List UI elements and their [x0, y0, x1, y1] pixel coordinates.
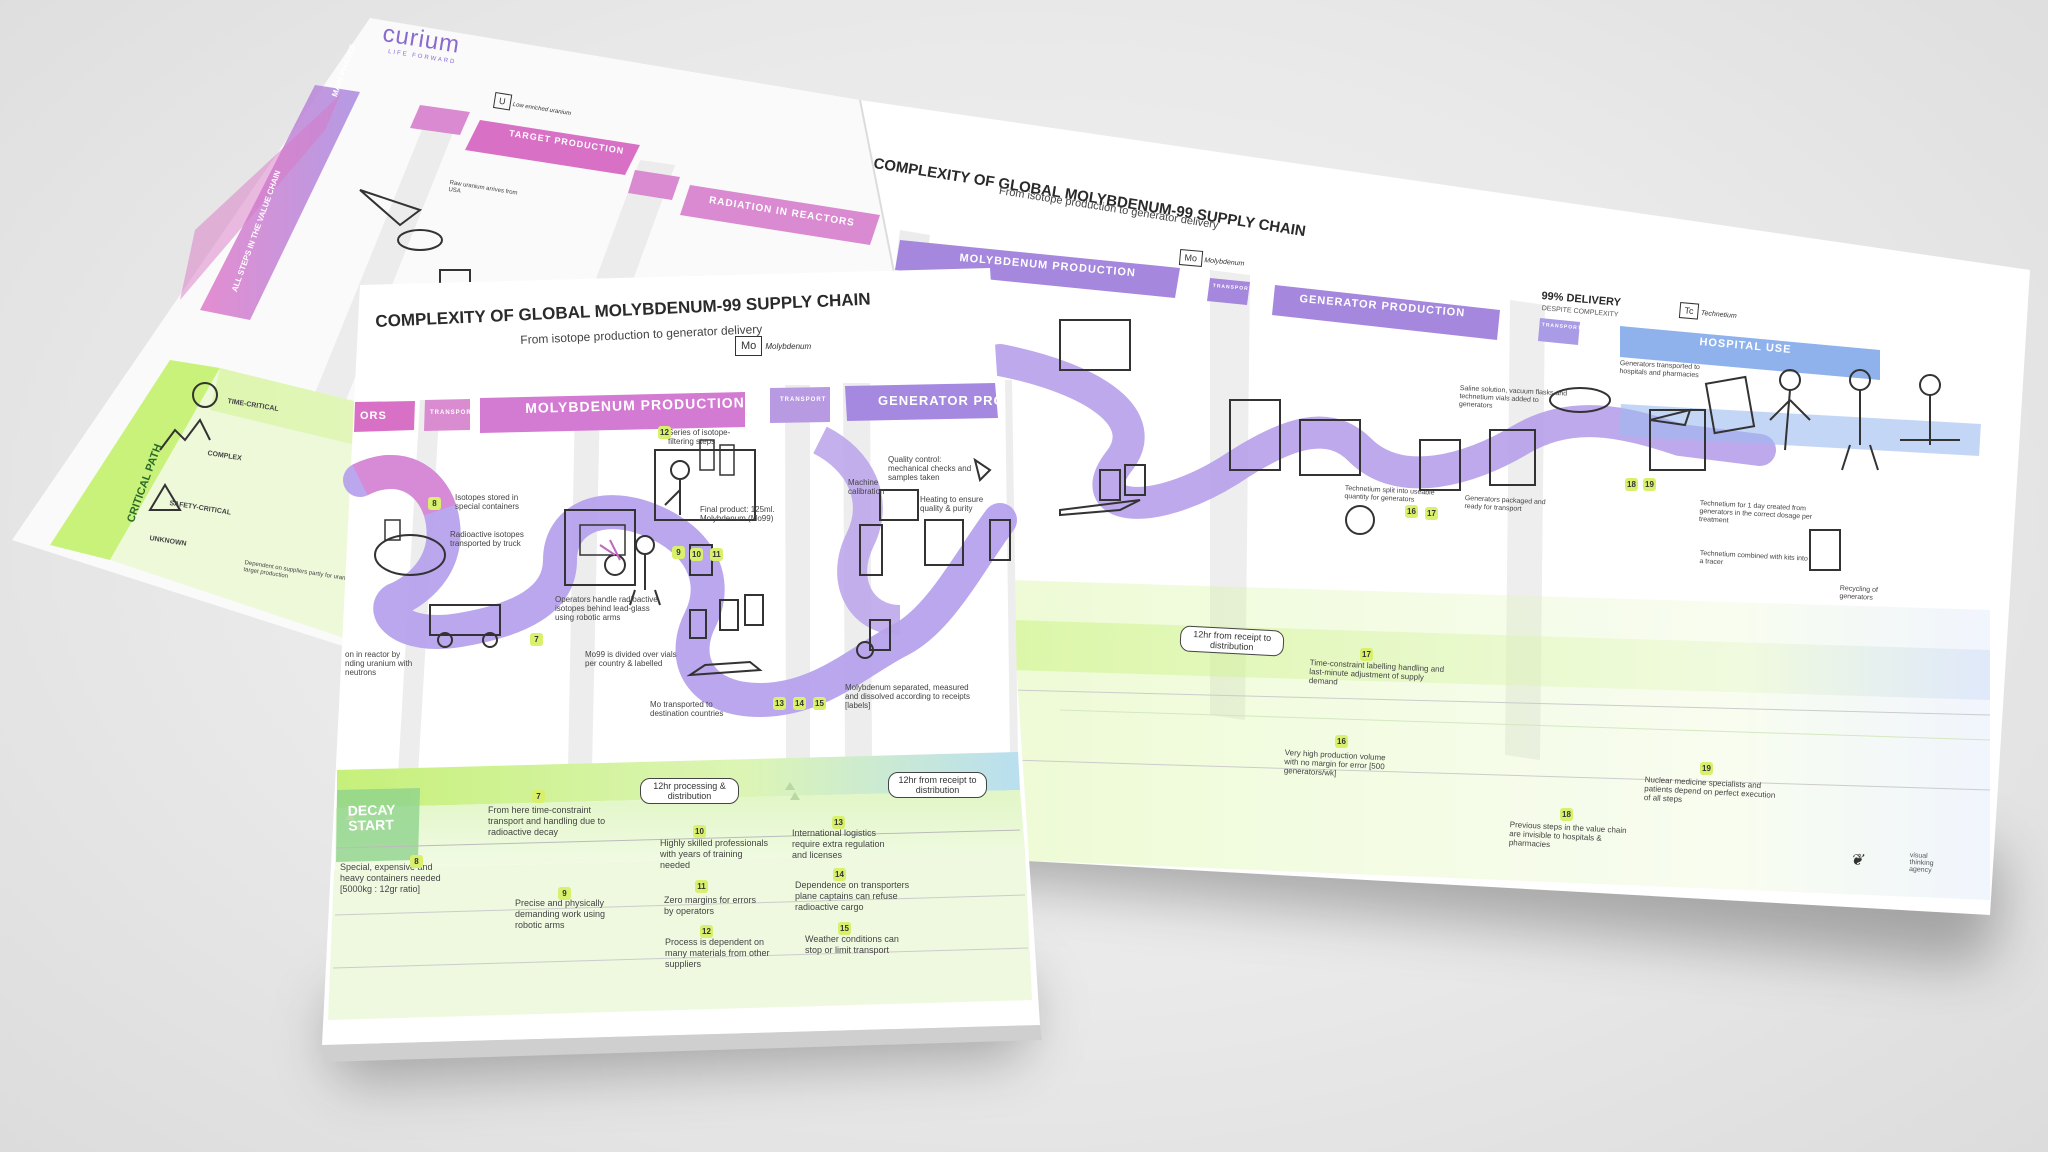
badge-back-18: 18: [1625, 478, 1638, 491]
front-step-s3: Radioactive isotopes transported by truc…: [450, 530, 524, 548]
front-note-n9: Precise and physically demanding work us…: [515, 898, 606, 930]
front-step-s12: on in reactor by nding uranium with neut…: [345, 650, 413, 677]
badge-back-16: 16: [1405, 505, 1418, 518]
front-step-s10: Heating to ensure quality & purity: [920, 495, 984, 513]
front-step-s2: Isotopes stored in special containers: [455, 493, 520, 511]
front-note-n12: Process is dependent on many materials f…: [665, 937, 770, 969]
badge-front-12: 12: [700, 925, 713, 938]
front-phase-transport-2: TRANSPORT: [780, 397, 827, 403]
front-step-s4: Operators handle radioactive isotopes be…: [555, 595, 658, 622]
front-mo-symbol: Mo: [735, 336, 763, 356]
badge-front-11: 11: [695, 880, 708, 893]
badge-front-14a: 14: [793, 697, 806, 710]
front-note-n14: Dependence on transporters plane captain…: [795, 880, 910, 912]
badge-front-9a: 9: [672, 546, 685, 559]
badge-front-10: 10: [693, 825, 706, 838]
badge-front-11a: 11: [710, 548, 723, 561]
badge-front-13: 13: [832, 816, 845, 829]
front-step-s9: Quality control: mechanical checks and s…: [888, 455, 972, 482]
badge-17: 17: [1360, 648, 1373, 661]
front-element-mo: Mo Molybdenum: [735, 336, 812, 356]
badge-back-19: 19: [1643, 478, 1656, 491]
front-mo-name: Molybdenum: [765, 342, 812, 351]
badge-front-8: 8: [410, 855, 423, 868]
front-time-tag-processing: 12hr processing & distribution: [640, 778, 739, 804]
decay-line-2: START: [347, 816, 395, 834]
badge-front-8a: 8: [428, 497, 441, 510]
badge-front-13a: 13: [773, 697, 786, 710]
badge-front-15a: 15: [813, 697, 826, 710]
badge-front-14: 14: [833, 868, 846, 881]
badge-16: 16: [1335, 735, 1348, 748]
badge-19: 19: [1700, 762, 1713, 775]
front-note-n10: Highly skilled professionals with years …: [660, 838, 769, 870]
front-phase-tors-text: ORS: [360, 410, 387, 422]
front-step-s7: Mo transported to destination countries: [650, 700, 724, 718]
front-step-s6: Mo99 is divided over vials per country &…: [585, 650, 677, 668]
badge-front-9: 9: [558, 887, 571, 900]
front-step-s5: Final product: 125ml. Molybdenum (Mo99): [700, 505, 775, 523]
badge-front-10a: 10: [690, 548, 703, 561]
front-note-n7: From here time-constraint transport and …: [488, 805, 606, 837]
badge-front-7: 7: [532, 790, 545, 803]
badge-back-17: 17: [1425, 507, 1438, 520]
front-note-n11: Zero margins for errors by operators: [664, 895, 757, 916]
front-step-s8: Machine calibration: [848, 478, 885, 496]
front-note-n13: International logistics require extra re…: [792, 828, 885, 860]
badge-front-7a: 7: [530, 633, 543, 646]
decay-start: DECAY START: [347, 801, 397, 834]
badge-18: 18: [1560, 808, 1573, 821]
front-phase-generator: GENERATOR PRO: [878, 393, 1005, 408]
badge-front-12a: 12: [658, 426, 671, 439]
front-time-tag-receipt: 12hr from receipt to distribution: [888, 772, 987, 798]
front-step-s11: Molybdenum separated, measured and disso…: [845, 683, 970, 710]
front-phase-tors: ORS: [360, 410, 387, 422]
front-note-n8: Special, expensive and heavy containers …: [340, 862, 441, 894]
front-note-n15: Weather conditions can stop or limit tra…: [805, 934, 899, 955]
badge-front-15: 15: [838, 922, 851, 935]
front-phase-transport-1: TRANSPORT: [430, 410, 477, 416]
front-step-s1: Series of isotope-filtering steps: [668, 428, 731, 446]
